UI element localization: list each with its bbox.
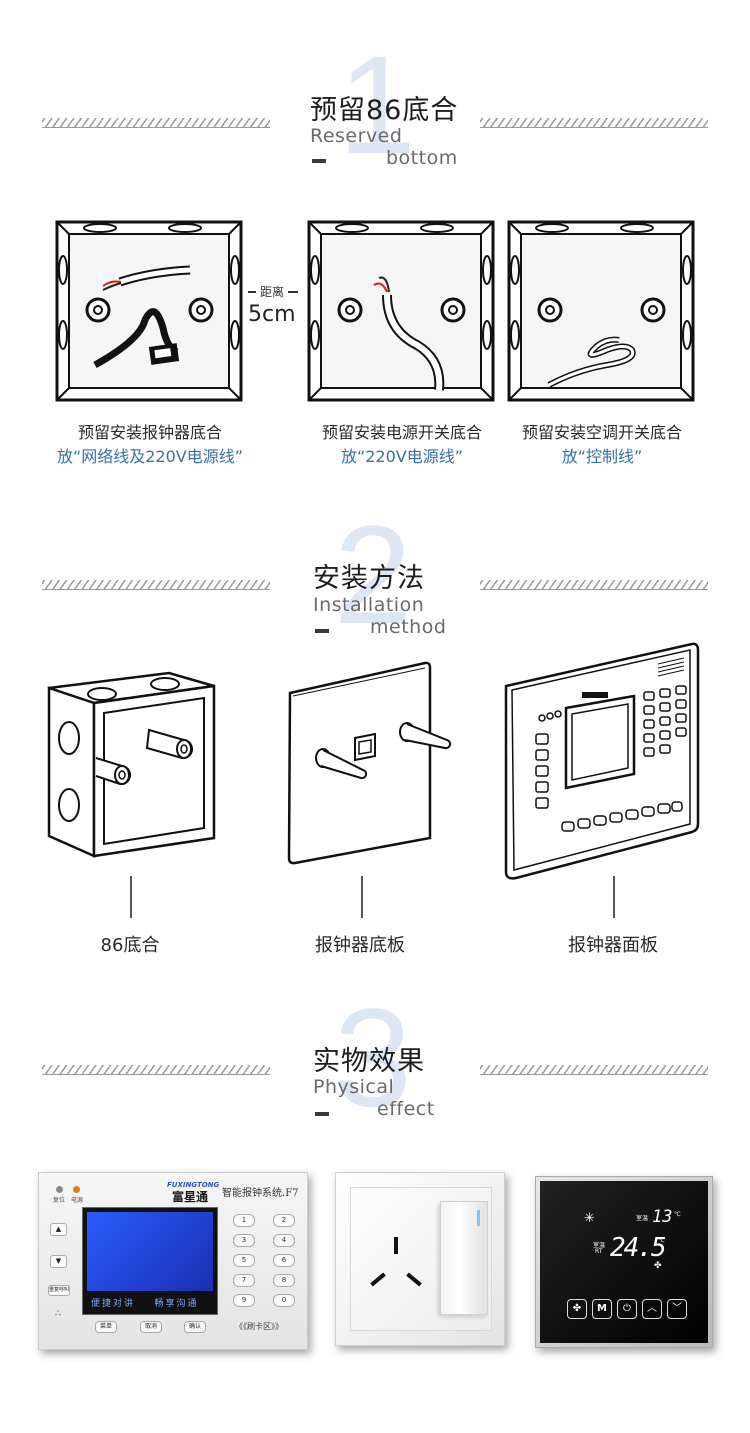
wall-box-illustration-power xyxy=(307,220,495,402)
set-temp-value: 24.5 xyxy=(610,1233,667,1263)
repeat-call-button[interactable]: 重复呼叫 xyxy=(48,1285,70,1296)
set-temp-label-2: RT xyxy=(595,1248,603,1255)
model-text: F7 xyxy=(285,1188,299,1199)
section-subtitle-line1: Reserved xyxy=(310,125,403,147)
thermostat-photo: ✳ 室温 13 ℃ 室温 RT 24.5 ℃ ✤ ✤ M ⏻ ︿ ﹀ xyxy=(535,1176,713,1348)
keypad-key-6[interactable]: 6 xyxy=(273,1254,295,1267)
keypad-key-8[interactable]: 8 xyxy=(273,1274,295,1287)
system-name: 智能报钟系统.F7 xyxy=(222,1188,299,1199)
mic-icon: ∴ xyxy=(55,1309,61,1319)
distance-value: 5cm xyxy=(248,302,296,327)
menu-button[interactable]: 菜单 xyxy=(95,1321,117,1333)
keypad-key-4[interactable]: 4 xyxy=(273,1234,295,1247)
section-reserved-box: 1 预留86底合 Reserved bottom 距离 5cm xyxy=(0,0,750,480)
confirm-button[interactable]: 确认 xyxy=(184,1321,206,1333)
temp-up-button[interactable]: ︿ xyxy=(642,1299,662,1319)
section-subtitle-line1: Installation xyxy=(313,594,425,616)
hatch-divider-right xyxy=(480,580,708,590)
section-number: 2 xyxy=(334,496,412,653)
section-title: 实物效果 xyxy=(313,1046,425,1077)
box2-note: 放“220V电源线” xyxy=(340,447,464,466)
reset-indicator xyxy=(56,1186,63,1193)
hatch-divider-right xyxy=(480,1065,708,1075)
section-title: 安装方法 xyxy=(313,563,425,594)
distance-label: 距离 xyxy=(260,285,285,299)
power-label: 电源 xyxy=(71,1197,84,1204)
title-dash xyxy=(315,1112,329,1116)
title-dash xyxy=(312,159,326,163)
card-zone-label: 《《刷卡区》》 xyxy=(235,1322,283,1331)
power-indicator xyxy=(73,1186,80,1193)
room-temp-value: 13 xyxy=(652,1207,673,1227)
lcd-screen: 便捷对讲 畅享沟通 xyxy=(82,1207,218,1315)
switch-indicator xyxy=(477,1210,480,1226)
thermostat-glass: ✳ 室温 13 ℃ 室温 RT 24.5 ℃ ✤ ✤ M ⏻ ︿ ﹀ xyxy=(540,1181,708,1343)
section-subtitle-line2: effect xyxy=(377,1098,435,1120)
brand-en: FUXINGTONG xyxy=(167,1181,220,1189)
section-number: 3 xyxy=(334,979,412,1136)
temp-down-button[interactable]: ﹀ xyxy=(667,1299,687,1319)
keypad-key-5[interactable]: 5 xyxy=(233,1254,255,1267)
pointer-line xyxy=(613,876,615,918)
wall-box-illustration-ac xyxy=(507,220,695,402)
base-plate-illustration xyxy=(287,661,452,865)
set-temp-label-1: 室温 xyxy=(593,1242,606,1249)
section-number: 1 xyxy=(338,26,416,183)
keypad-key-1[interactable]: 1 xyxy=(233,1214,255,1227)
nav-up-button[interactable]: ▲ xyxy=(50,1223,67,1236)
power-socket-photo xyxy=(335,1172,505,1346)
wall-box-illustration-network xyxy=(55,220,243,402)
pointer-line xyxy=(130,876,132,918)
mode-button[interactable]: M xyxy=(592,1299,612,1319)
system-name-text: 智能报钟系统 xyxy=(222,1188,282,1199)
fan-speed-icon: ✤ xyxy=(654,1261,662,1271)
snowflake-icon: ✳ xyxy=(584,1211,595,1226)
box1-note: 放“网络线及220V电源线” xyxy=(56,447,244,466)
reset-label: 复位 xyxy=(53,1197,66,1204)
hatch-divider-right xyxy=(480,118,708,128)
keypad-key-7[interactable]: 7 xyxy=(233,1274,255,1287)
hatch-divider-left xyxy=(42,580,270,590)
keypad-key-2[interactable]: 2 xyxy=(273,1214,295,1227)
section-subtitle-line2: bottom xyxy=(386,147,458,169)
box3-note: 放“控制线” xyxy=(561,447,643,466)
fan-button[interactable]: ✤ xyxy=(567,1299,587,1319)
label-86-box: 86底合 xyxy=(100,935,160,956)
room-temp-unit: ℃ xyxy=(674,1211,681,1218)
power-button[interactable]: ⏻ xyxy=(617,1299,637,1319)
room-temp-label: 室温 xyxy=(636,1215,649,1222)
pointer-line xyxy=(361,876,363,918)
cancel-button[interactable]: 取消 xyxy=(140,1321,162,1333)
keypad-key-3[interactable]: 3 xyxy=(233,1234,255,1247)
lcd-display xyxy=(87,1212,213,1291)
hatch-divider-left xyxy=(42,1065,270,1075)
keypad-key-9[interactable]: 9 xyxy=(233,1294,255,1307)
section-install-method: 2 安装方法 Installation method xyxy=(42,496,708,956)
distance-indicator: 距离 5cm xyxy=(248,283,304,333)
socket-live-slot xyxy=(394,1237,398,1254)
brand-cn: 富星通 xyxy=(172,1190,209,1204)
rocker-switch[interactable] xyxy=(440,1201,488,1315)
box3-caption: 预留安装空调开关底合 xyxy=(521,423,682,442)
box1-caption: 预留安装报钟器底合 xyxy=(77,423,222,442)
keypad-key-0[interactable]: 0 xyxy=(273,1294,295,1307)
label-panel: 报钟器面板 xyxy=(568,935,658,956)
nav-down-button[interactable]: ▼ xyxy=(50,1255,67,1268)
set-temp-unit: ℃ xyxy=(658,1237,665,1244)
label-base-plate: 报钟器底板 xyxy=(315,935,405,956)
section-subtitle-line2: method xyxy=(370,616,447,638)
section-title: 预留86底合 xyxy=(310,95,459,126)
box2-caption: 预留安装电源开关底合 xyxy=(321,423,482,442)
hatch-divider-left xyxy=(42,118,270,128)
box86-illustration xyxy=(47,671,216,858)
clock-device-photo: 复位 电源 FUXINGTONG 富星通 智能报钟系统.F7 ▲ ▼ 重复呼叫 … xyxy=(38,1172,308,1350)
title-dash xyxy=(315,629,329,633)
keypad: 1 2 3 4 5 6 7 8 9 0 xyxy=(233,1214,297,1314)
lcd-scroll-text: 便捷对讲 畅享沟通 xyxy=(91,1299,199,1309)
clock-panel-illustration xyxy=(504,642,700,880)
section-subtitle-line1: Physical xyxy=(313,1076,395,1098)
